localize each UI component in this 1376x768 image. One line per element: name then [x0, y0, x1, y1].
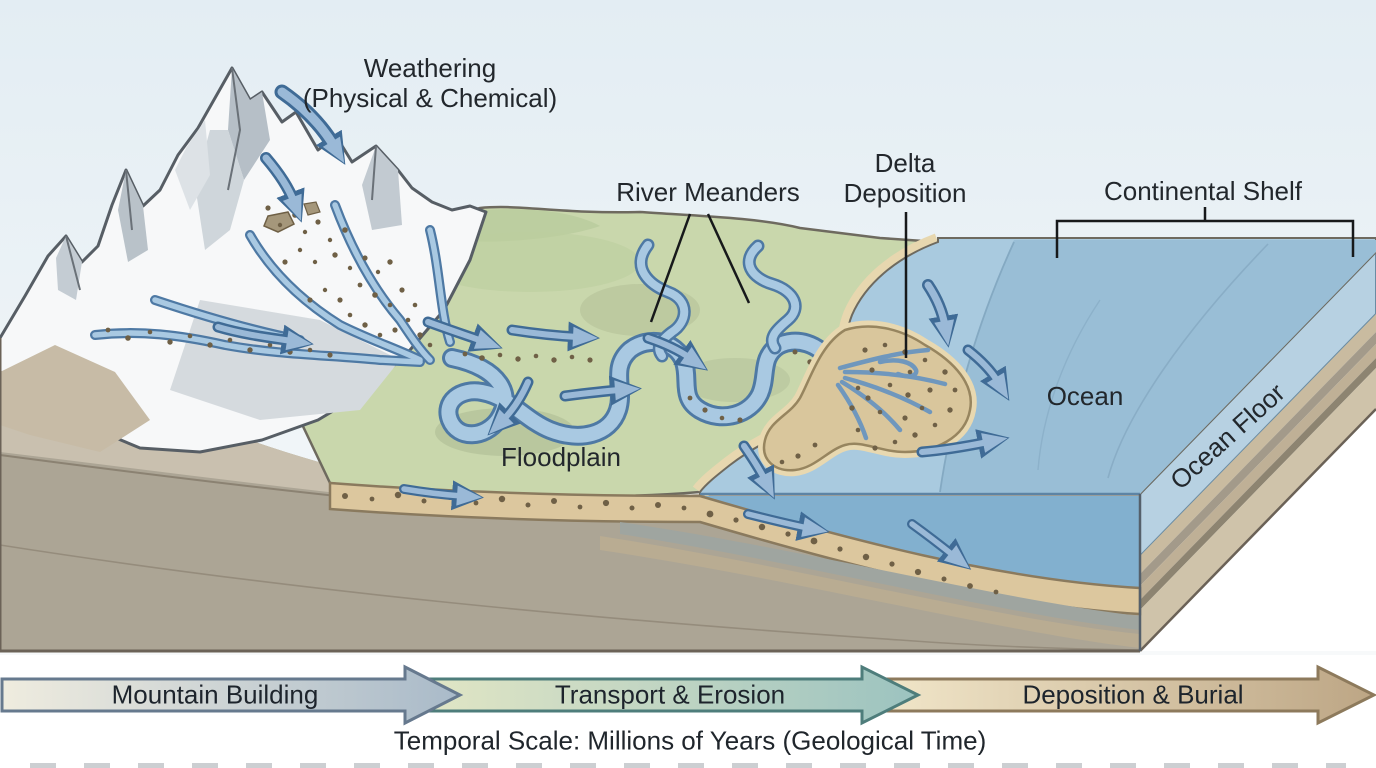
- strata-band: [1140, 358, 1376, 610]
- timeline: [0, 664, 1376, 726]
- rock-facet: [228, 68, 270, 180]
- weathering-arrow-icon: [260, 152, 305, 223]
- flow-arrow-icon: [962, 344, 1010, 401]
- depth-contour: [939, 241, 1015, 493]
- tributary-water: [745, 242, 800, 352]
- flow-arrow-icon: [738, 440, 775, 500]
- rock-facet: [362, 146, 402, 230]
- flow-arrow-icon: [399, 480, 484, 511]
- flow-arrow-icon: [642, 332, 709, 371]
- flow-arrow-icon: [422, 316, 503, 352]
- label-delta-deposition: Delta Deposition: [843, 148, 967, 209]
- strata-band: [1140, 368, 1376, 651]
- pointer-river-meander-1: [649, 213, 692, 323]
- timeline-stage-mountain-building: Mountain Building: [111, 679, 319, 710]
- rock-facet: [175, 120, 210, 210]
- delta-fan: [758, 320, 977, 477]
- timeline-arrow-mountain-building: [0, 664, 464, 726]
- weathering-arrow-icon: [274, 84, 346, 165]
- label-ocean: Ocean: [1046, 381, 1124, 412]
- right-face-strata: [1139, 250, 1376, 652]
- strata-line: [0, 544, 1141, 651]
- sediment-dots: [342, 491, 999, 595]
- deep-water: [940, 240, 1376, 494]
- flow-arrow-icon: [916, 429, 1010, 459]
- continental-shelf-bracket: [1055, 207, 1355, 258]
- flow-arrows: [212, 84, 1010, 570]
- label-river-meanders: River Meanders: [616, 177, 800, 208]
- flow-arrow-icon: [743, 509, 830, 541]
- timeline-arrow-transport-erosion: [418, 664, 922, 726]
- label-weathering: Weathering (Physical & Chemical): [302, 53, 558, 114]
- label-delta-line1: Delta: [874, 148, 936, 179]
- timeline-arrow-deposition-burial: [878, 664, 1376, 726]
- rock-facet: [56, 236, 82, 300]
- flow-arrow-icon: [212, 321, 314, 355]
- timeline-stage-transport-erosion: Transport & Erosion: [554, 679, 786, 710]
- slope-sediment-dots: [105, 205, 827, 423]
- depth-contour: [1037, 299, 1101, 471]
- flow-arrow-icon: [907, 519, 972, 570]
- delta-dots: [779, 342, 958, 465]
- annotation-pointer-lines: [649, 207, 1355, 358]
- block-edges: [0, 338, 1142, 653]
- flow-arrow-icon: [559, 375, 642, 406]
- timeline-stage-deposition-burial: Deposition & Burial: [1022, 679, 1244, 710]
- flow-arrow-icon: [487, 376, 534, 436]
- label-floodplain: Floodplain: [501, 442, 621, 473]
- label-weathering-line2: (Physical & Chemical): [302, 83, 558, 113]
- label-delta-line2: Deposition: [843, 178, 967, 208]
- pointer-river-meander-2: [706, 213, 751, 304]
- strata-band: [1140, 314, 1376, 574]
- cutoff-dashes: [30, 763, 1346, 768]
- strata-thin: [600, 536, 1140, 648]
- rock-facet: [118, 170, 148, 262]
- timeline-caption: Temporal Scale: Millions of Years (Geolo…: [393, 725, 987, 756]
- depth-contour: [1107, 243, 1269, 479]
- flow-arrow-icon: [506, 321, 600, 352]
- block-edge: [1139, 408, 1376, 652]
- label-continental-shelf: Continental Shelf: [1103, 176, 1303, 207]
- strata-band: [1140, 332, 1376, 586]
- strata-band: [1140, 344, 1376, 600]
- ridge-lines: [65, 67, 377, 291]
- flow-arrow-icon: [922, 279, 959, 348]
- boulder: [303, 201, 321, 216]
- foothill: [0, 345, 150, 452]
- label-weathering-line1: Weathering: [363, 53, 497, 84]
- strata-thin: [620, 522, 1140, 630]
